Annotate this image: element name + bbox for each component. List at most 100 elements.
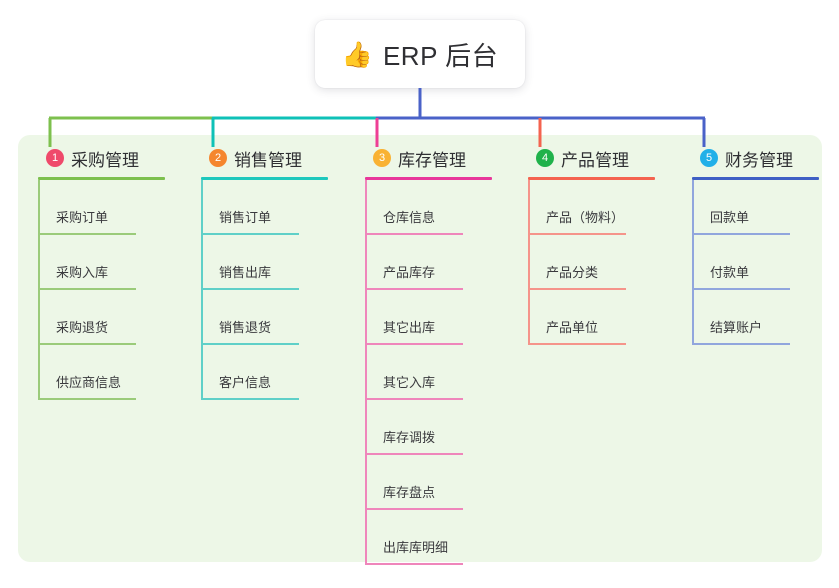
leaf-item[interactable]: 仓库信息	[367, 180, 518, 235]
leaf-item-label: 其它出库	[383, 320, 436, 335]
column-title: 财务管理	[725, 150, 793, 170]
column-badge-3: 3	[373, 149, 391, 167]
leaf-item-label: 仓库信息	[383, 210, 436, 225]
column-采购管理: 1 采购管理采购订单采购入库采购退货供应商信息	[28, 146, 191, 400]
leaf-item-rule	[694, 233, 790, 235]
leaf-item-label: 采购退货	[56, 320, 109, 335]
leaf-item[interactable]: 采购订单	[40, 180, 191, 235]
leaf-item[interactable]: 采购入库	[40, 235, 191, 290]
leaf-item[interactable]: 其它出库	[367, 290, 518, 345]
column-header-rule	[692, 177, 819, 180]
leaf-item-rule	[694, 343, 790, 345]
leaf-item-label: 付款单	[710, 265, 750, 280]
leaf-item-label: 回款单	[710, 210, 750, 225]
leaf-item-rule	[203, 343, 299, 345]
leaf-item[interactable]: 付款单	[694, 235, 839, 290]
leaf-item[interactable]: 库存调拨	[367, 400, 518, 455]
column-产品管理: 4 产品管理产品（物料） 产品分类产品单位	[518, 146, 681, 345]
column-title: 采购管理	[71, 150, 139, 170]
leaf-item[interactable]: 销售订单	[203, 180, 354, 235]
column-badge-2: 2	[209, 149, 227, 167]
leaf-item-rule	[367, 343, 463, 345]
column-badge-4: 4	[536, 149, 554, 167]
leaf-item[interactable]: 供应商信息	[40, 345, 191, 400]
leaf-spine	[38, 180, 40, 400]
leaf-item-label: 库存调拨	[383, 430, 436, 445]
leaf-item[interactable]: 库存盘点	[367, 455, 518, 510]
leaf-item[interactable]: 产品（物料）	[530, 180, 681, 235]
leaf-item-rule	[530, 343, 626, 345]
leaf-item-rule	[530, 233, 626, 235]
leaf-item[interactable]: 销售出库	[203, 235, 354, 290]
leaf-spine	[528, 180, 530, 345]
column-header-rule	[365, 177, 492, 180]
column-header-4[interactable]: 4 产品管理	[518, 146, 681, 170]
leaf-item-label: 销售出库	[219, 265, 272, 280]
leaf-item-rule	[40, 343, 136, 345]
leaf-item[interactable]: 产品库存	[367, 235, 518, 290]
column-header-rule	[38, 177, 165, 180]
leaf-list: 回款单付款单结算账户	[682, 180, 839, 345]
leaf-item-rule	[40, 288, 136, 290]
column-badge-1: 1	[46, 149, 64, 167]
column-title: 产品管理	[561, 150, 629, 170]
leaf-item-rule	[203, 288, 299, 290]
leaf-item-label: 产品分类	[546, 265, 599, 280]
leaf-item[interactable]: 客户信息	[203, 345, 354, 400]
leaf-list: 销售订单销售出库销售退货客户信息	[191, 180, 354, 400]
leaf-item-rule	[694, 288, 790, 290]
leaf-item-rule	[40, 398, 136, 400]
leaf-spine	[201, 180, 203, 400]
column-财务管理: 5 财务管理回款单付款单结算账户	[682, 146, 839, 345]
root-node-title: ERP 后台	[382, 40, 499, 71]
leaf-item[interactable]: 回款单	[694, 180, 839, 235]
column-title: 销售管理	[234, 150, 302, 170]
leaf-item[interactable]: 产品单位	[530, 290, 681, 345]
leaf-item[interactable]: 出库库明细	[367, 510, 518, 565]
leaf-list: 产品（物料） 产品分类产品单位	[518, 180, 681, 345]
leaf-item-label: 销售订单	[219, 210, 272, 225]
leaf-list: 采购订单采购入库采购退货供应商信息	[28, 180, 191, 400]
column-销售管理: 2 销售管理销售订单销售出库销售退货客户信息	[191, 146, 354, 400]
column-title: 库存管理	[398, 150, 466, 170]
leaf-item-rule	[367, 563, 463, 565]
thumbs-up-icon: 👍	[341, 40, 373, 69]
leaf-spine	[692, 180, 694, 345]
leaf-item-label: 采购入库	[56, 265, 109, 280]
column-header-1[interactable]: 1 采购管理	[28, 146, 191, 170]
leaf-item-label: 供应商信息	[56, 375, 122, 390]
leaf-item-label: 其它入库	[383, 375, 436, 390]
column-header-rule	[201, 177, 328, 180]
column-header-2[interactable]: 2 销售管理	[191, 146, 354, 170]
root-node-card[interactable]: 👍 ERP 后台	[315, 20, 525, 88]
leaf-item-label: 客户信息	[219, 375, 272, 390]
leaf-item-rule	[367, 233, 463, 235]
leaf-item[interactable]: 产品分类	[530, 235, 681, 290]
leaf-item-rule	[530, 288, 626, 290]
leaf-item-rule	[367, 288, 463, 290]
leaf-item-rule	[367, 398, 463, 400]
leaf-item-rule	[367, 508, 463, 510]
leaf-item-rule	[203, 233, 299, 235]
leaf-item-rule	[40, 233, 136, 235]
leaf-item-label: 采购订单	[56, 210, 109, 225]
leaf-item[interactable]: 采购退货	[40, 290, 191, 345]
content-backdrop-panel	[18, 135, 822, 562]
leaf-item[interactable]: 销售退货	[203, 290, 354, 345]
leaf-item-label: 结算账户	[710, 320, 763, 335]
column-库存管理: 3 库存管理仓库信息产品库存其它出库其它入库库存调拨库存盘点出库库明细	[355, 146, 518, 565]
leaf-spine	[365, 180, 367, 565]
column-header-3[interactable]: 3 库存管理	[355, 146, 518, 170]
leaf-item-rule	[367, 453, 463, 455]
leaf-item-label: 产品（物料）	[546, 210, 625, 225]
column-badge-5: 5	[700, 149, 718, 167]
leaf-item-label: 出库库明细	[383, 540, 449, 555]
column-header-5[interactable]: 5 财务管理	[682, 146, 839, 170]
leaf-item-rule	[203, 398, 299, 400]
leaf-item-label: 销售退货	[219, 320, 272, 335]
leaf-item[interactable]: 结算账户	[694, 290, 839, 345]
leaf-item[interactable]: 其它入库	[367, 345, 518, 400]
column-header-rule	[528, 177, 655, 180]
root-node-content: 👍 ERP 后台	[342, 36, 498, 73]
